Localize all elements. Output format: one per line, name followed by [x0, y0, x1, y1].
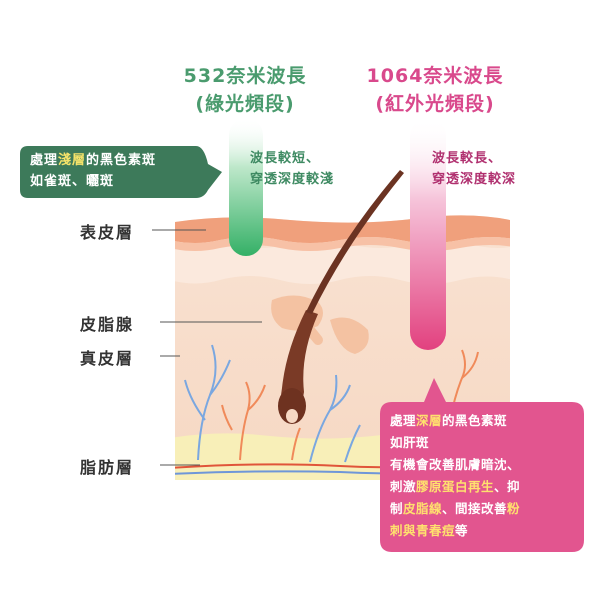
pink-bubble-line4: 刺激膠原蛋白再生、抑	[390, 476, 582, 498]
pink-wavelength-title: 1064奈米波長 (紅外光頻段)	[350, 62, 520, 118]
pink-bubble-l4-pre: 刺激	[390, 479, 417, 494]
green-wavelength-title: 532奈米波長 (綠光頻段)	[170, 62, 320, 118]
pink-bubble-line3: 有機會改善肌膚暗沈、	[390, 457, 521, 472]
pink-bubble-l5-highlight2: 粉	[507, 501, 521, 516]
vein-network	[184, 344, 361, 463]
pink-desc-line1: 波長較長、	[432, 151, 503, 166]
pink-bubble-line6: 刺與青春痘等	[390, 520, 582, 542]
label-fat-layer: 脂肪層	[80, 458, 135, 477]
pink-desc-line2: 穿透深度較深	[432, 172, 517, 187]
green-info-bubble: 處理淺層的黑色素斑 如雀斑、曬斑	[30, 150, 210, 192]
green-beam-description: 波長較短、 穿透深度較淺	[250, 148, 390, 190]
pink-bubble-l1-post: 的黑色素斑	[442, 413, 508, 428]
green-desc-line1: 波長較短、	[250, 151, 321, 166]
green-bubble-post: 的黑色素斑	[86, 153, 157, 168]
pink-bubble-l4-post: 、抑	[494, 479, 521, 494]
pink-bubble-l5-mid: 、間接改善	[442, 501, 508, 516]
pink-title-line2: (紅外光頻段)	[375, 93, 495, 115]
label-leader-lines	[152, 229, 262, 466]
green-bubble-line2: 如雀斑、曬斑	[30, 174, 115, 189]
green-bubble-pre: 處理	[30, 153, 59, 168]
label-sebaceous-gland: 皮脂腺	[80, 315, 135, 334]
pink-info-bubble: 處理深層的黑色素斑 如肝斑 有機會改善肌膚暗沈、 刺激膠原蛋白再生、抑 制皮脂線…	[390, 410, 582, 542]
pink-bubble-l1-pre: 處理	[390, 413, 417, 428]
label-dermis: 真皮層	[80, 349, 135, 368]
green-bubble-shape	[20, 146, 222, 198]
pink-beam-description: 波長較長、 穿透深度較深	[432, 148, 572, 190]
pink-bubble-l5-highlight1: 皮脂線	[403, 501, 443, 516]
green-title-line1: 532奈米波長	[183, 65, 307, 87]
pink-bubble-l6-highlight: 刺與青春痘	[390, 523, 456, 538]
pink-bubble-shape	[380, 378, 584, 552]
hair-shaft	[306, 170, 404, 314]
pink-bubble-l1-highlight: 深層	[416, 413, 443, 428]
pink-bubble-line1: 處理深層的黑色素斑	[390, 410, 582, 432]
green-bubble-highlight: 淺層	[58, 153, 87, 168]
pink-title-line1: 1064奈米波長	[366, 65, 504, 87]
green-desc-line2: 穿透深度較淺	[250, 172, 335, 187]
label-epidermis: 表皮層	[80, 223, 135, 242]
pink-bubble-l4-highlight: 膠原蛋白再生	[416, 479, 495, 494]
pink-bubble-l5-pre: 制	[390, 501, 404, 516]
green-title-line2: (綠光頻段)	[195, 93, 295, 115]
green-bubble-line1: 處理淺層的黑色素斑	[30, 150, 210, 171]
artery-network	[221, 349, 479, 461]
pink-bubble-l6-post: 等	[455, 523, 469, 538]
pink-laser-beam	[410, 118, 446, 350]
green-laser-beam	[229, 118, 263, 256]
epidermis-layer	[175, 215, 510, 243]
pink-bubble-line5: 制皮脂線、間接改善粉	[390, 498, 582, 520]
pink-bubble-line2: 如肝斑	[390, 435, 430, 450]
